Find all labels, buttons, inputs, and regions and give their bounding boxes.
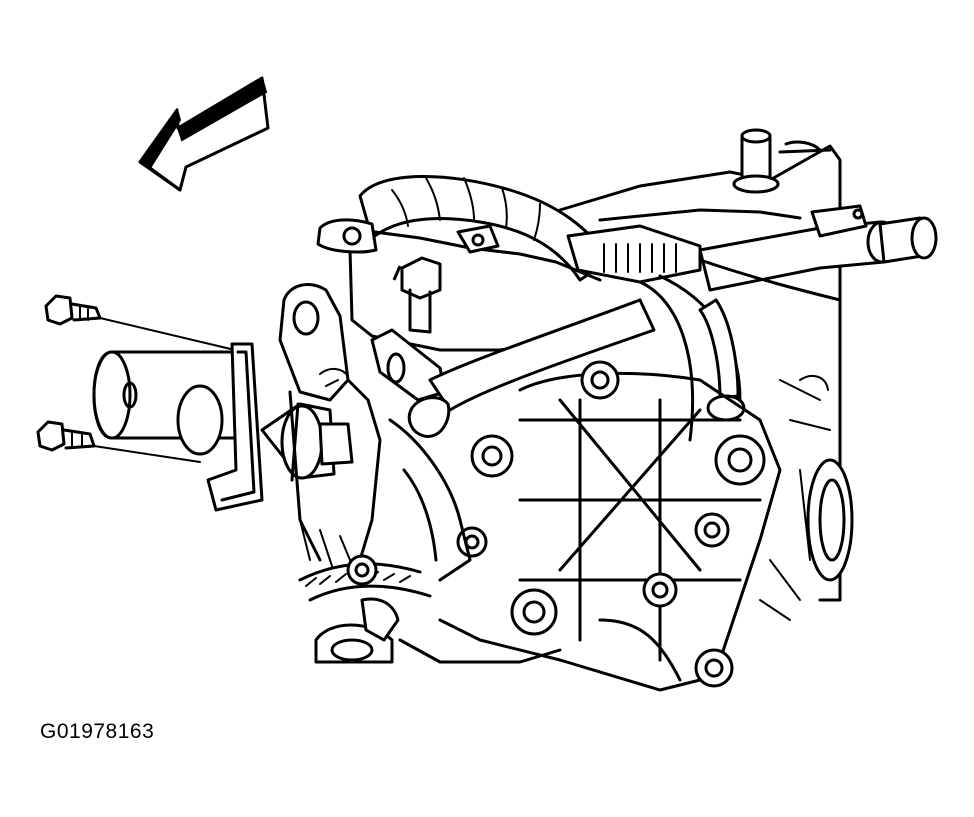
lower-bolt — [36, 420, 201, 463]
hose-bracket — [316, 218, 500, 254]
thermostat-valve — [260, 402, 354, 482]
pulley-assembly — [298, 418, 682, 682]
flange-gasket — [176, 342, 264, 512]
block-detail-lines — [299, 368, 831, 621]
front-direction-arrow-icon — [138, 76, 270, 192]
center-bolt — [392, 256, 442, 334]
coolant-pipe — [698, 204, 938, 292]
figure-code-label: G01978163 — [40, 720, 155, 743]
top-stud — [732, 128, 832, 194]
bypass-tube — [370, 298, 656, 438]
vertical-pipe — [698, 298, 746, 422]
accessory-bracket — [438, 360, 782, 692]
upper-bolt — [44, 294, 236, 351]
